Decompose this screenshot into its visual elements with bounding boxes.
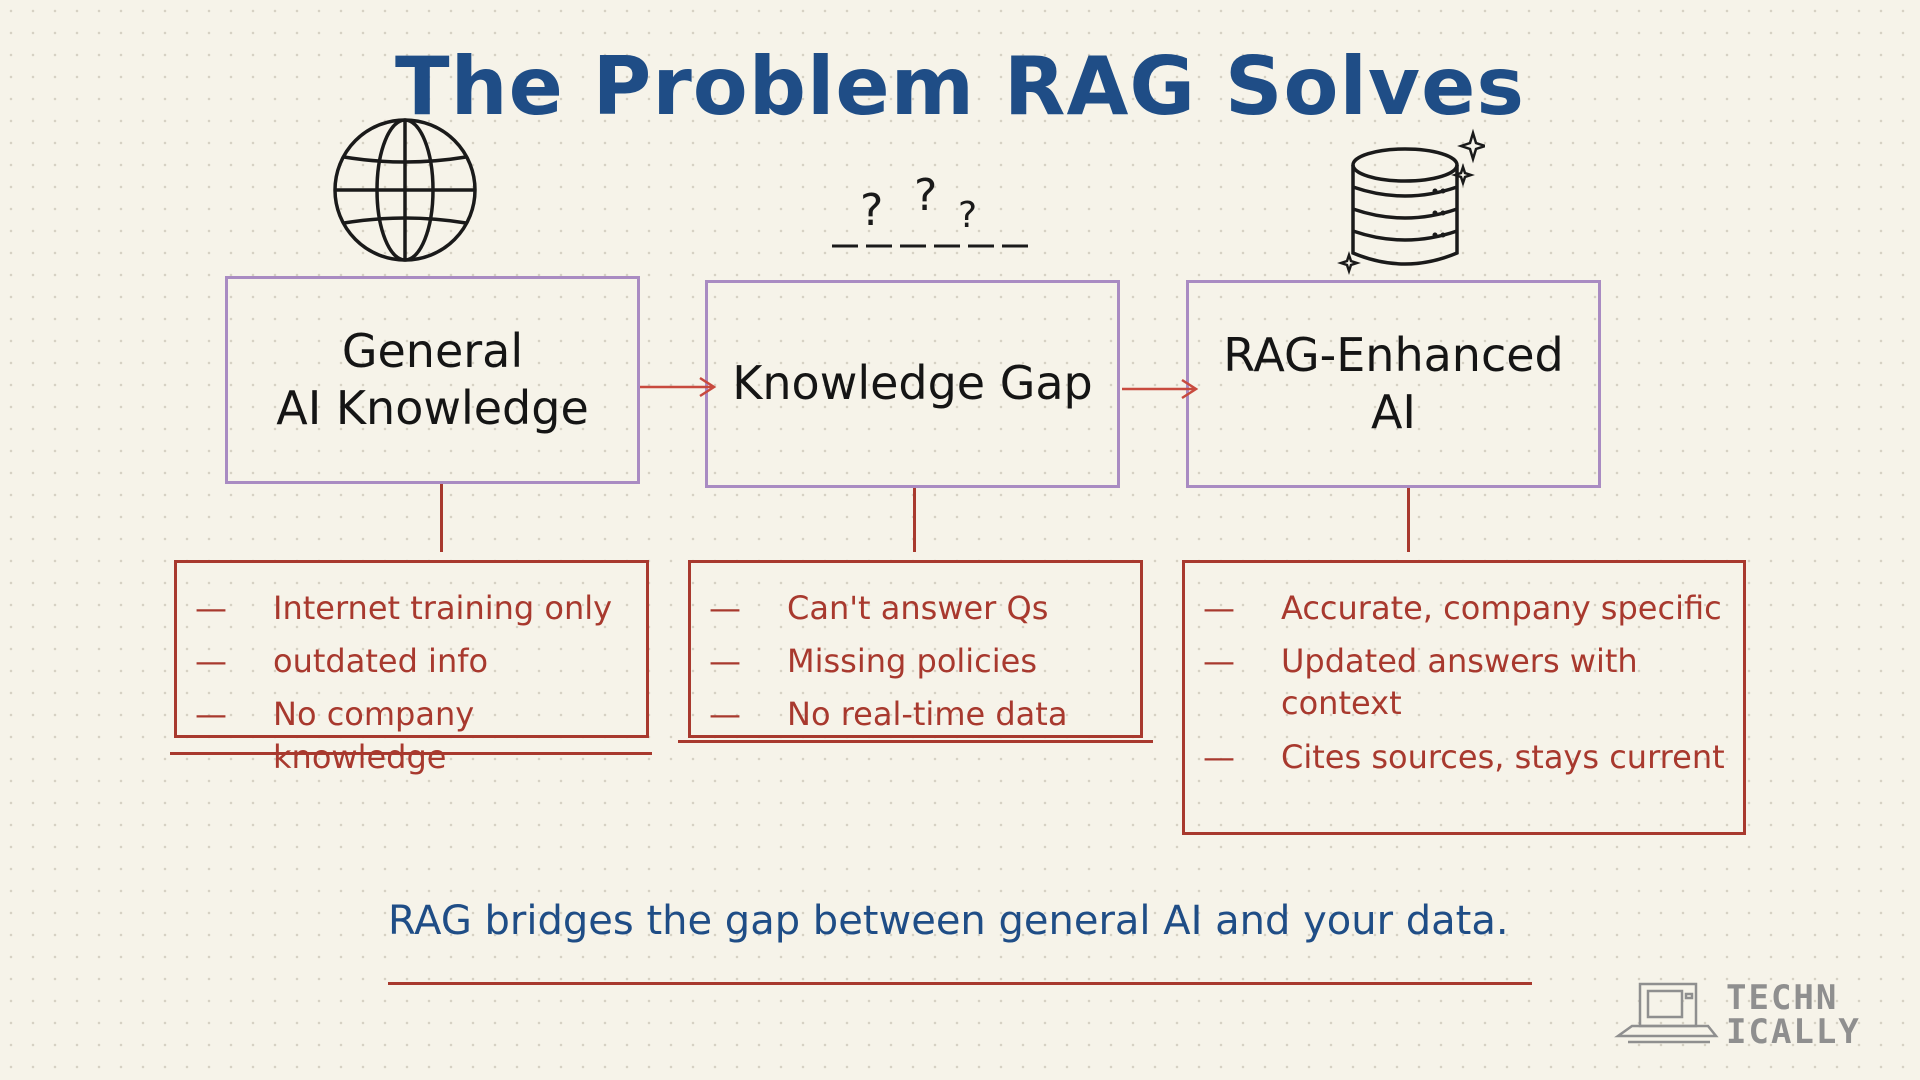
connector-line [1407, 488, 1410, 552]
stage-rag-enhanced-ai: RAG-Enhanced AI [1186, 280, 1601, 488]
connector-line [440, 484, 443, 552]
bullet-dash: — [195, 642, 227, 681]
dashed-line [832, 244, 1028, 248]
brand-logo: TECHN ICALLY [1612, 980, 1861, 1050]
question-marks-icon: ? ? ? [830, 165, 1030, 255]
bullet-dash: — [1203, 737, 1235, 776]
database-icon [1337, 128, 1485, 275]
bullet-dash: — [195, 695, 227, 734]
arrow-right-icon [640, 376, 717, 398]
list-item: —Cites sources, stays current [1203, 736, 1733, 778]
bullet-dash: — [1203, 589, 1235, 627]
computer-icon [1614, 982, 1719, 1044]
list-item: —Internet training only [195, 587, 636, 629]
bullet-dash: — [709, 642, 741, 681]
list-underline [170, 752, 652, 755]
stage-general-ai-knowledge: General AI Knowledge [225, 276, 640, 484]
question-mark: ? [860, 185, 884, 236]
list-item: —No company knowledge [195, 693, 636, 777]
list-item: —Missing policies [709, 640, 1130, 682]
stage-details-list: —Accurate, company specific —Updated ans… [1182, 560, 1746, 835]
stage-knowledge-gap: Knowledge Gap [705, 280, 1120, 488]
list-item: —No real-time data [709, 693, 1130, 735]
list-item: —Can't answer Qs [709, 587, 1130, 629]
stage-details-list: —Internet training only —outdated info —… [174, 560, 649, 776]
brand-logo-text: TECHN ICALLY [1726, 978, 1861, 1052]
bullet-dash: — [709, 695, 741, 734]
list-underline [678, 740, 1153, 743]
footer-underline [388, 982, 1532, 985]
connector-line [913, 488, 916, 552]
bullet-dash: — [1203, 642, 1235, 681]
arrow-right-icon [1122, 378, 1199, 400]
list-item: —Accurate, company specific [1203, 587, 1733, 629]
list-item: —Updated answers with context [1203, 640, 1733, 724]
globe-icon [333, 118, 477, 262]
stage-details-list: —Can't answer Qs —Missing policies —No r… [688, 560, 1143, 738]
question-mark: ? [914, 170, 938, 221]
bullet-dash: — [709, 589, 741, 627]
question-mark: ? [958, 195, 978, 236]
footer-caption: RAG bridges the gap between general AI a… [388, 898, 1509, 944]
page-title: The Problem RAG Solves [395, 40, 1525, 133]
list-item: —outdated info [195, 640, 636, 682]
bullet-dash: — [195, 589, 227, 627]
